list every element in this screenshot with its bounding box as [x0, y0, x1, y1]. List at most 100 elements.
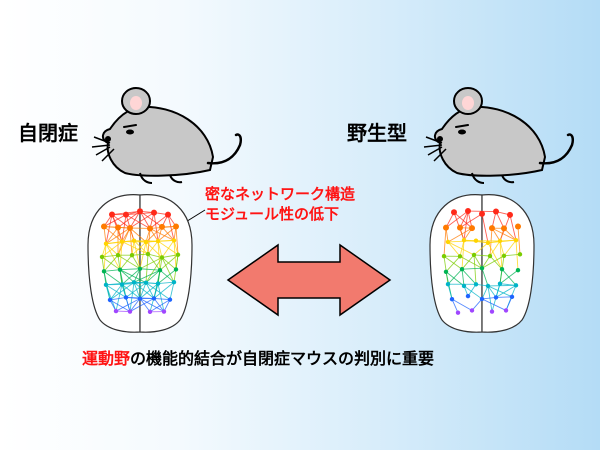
network-edge: [499, 239, 517, 242]
network-edge: [121, 268, 141, 285]
network-node: [173, 223, 179, 230]
network-node: [107, 297, 113, 303]
network-node: [101, 269, 107, 274]
network-edge: [161, 240, 175, 258]
network-edge: [131, 253, 149, 256]
network-node: [137, 208, 143, 215]
network-edge: [117, 254, 141, 270]
network-node: [493, 295, 499, 300]
network-edge: [499, 283, 517, 286]
network-edge: [481, 296, 497, 300]
network-edge: [133, 269, 161, 283]
network-node: [493, 208, 499, 215]
network-edge: [157, 239, 175, 242]
network-edge: [103, 243, 107, 272]
network-node: [459, 267, 465, 272]
network-edge: [459, 213, 483, 229]
brain-network-icon: [429, 194, 535, 333]
network-edge: [157, 269, 177, 284]
network-node: [485, 240, 491, 245]
network-edge: [487, 284, 517, 287]
network-edge: [445, 210, 469, 229]
network-edge: [139, 283, 159, 299]
network-node: [479, 266, 485, 271]
network-edge: [157, 226, 177, 242]
network-node: [497, 281, 503, 286]
network-node: [457, 254, 463, 259]
network-edge: [149, 299, 171, 313]
network-node: [445, 282, 451, 287]
network-edge: [451, 298, 459, 313]
network-edge: [471, 298, 483, 311]
network-edge: [481, 268, 489, 287]
network-edge: [487, 242, 503, 270]
caption: 運動野の機能的結合が自閉症マウスの判別に重要: [82, 351, 434, 367]
network-edge: [109, 281, 135, 301]
network-edge: [139, 210, 163, 228]
network-node: [151, 296, 157, 301]
network-edge: [509, 214, 517, 241]
network-node: [123, 211, 129, 218]
network-node: [469, 308, 475, 313]
mouse-icon: [423, 87, 575, 184]
network-edge: [145, 254, 149, 283]
network-node: [155, 281, 161, 286]
network-edge: [473, 254, 491, 257]
network-edge: [463, 285, 483, 300]
network-edge: [459, 255, 483, 269]
network-edge: [461, 240, 465, 270]
network-edge: [467, 284, 477, 297]
network-edge: [139, 241, 147, 269]
network-node: [455, 310, 461, 315]
network-edge: [147, 253, 161, 271]
mouse-icon: [91, 87, 243, 184]
network-node: [175, 252, 181, 257]
network-edge: [495, 296, 513, 298]
network-node: [147, 309, 153, 314]
network-node: [161, 309, 167, 314]
network-edge: [133, 281, 155, 299]
network-edge: [473, 254, 477, 285]
network-edge: [459, 210, 469, 228]
network-edge: [119, 269, 135, 283]
network-edge: [103, 269, 121, 272]
network-edge: [463, 210, 469, 241]
network-edge: [125, 282, 147, 298]
network-edge: [131, 254, 141, 269]
network-edge: [173, 240, 179, 255]
network-edge: [461, 267, 483, 270]
network-edge: [153, 297, 171, 301]
network-edge: [169, 282, 175, 300]
caption-highlight: 運動野: [82, 349, 131, 368]
network-edge: [489, 255, 503, 270]
annotation-line-2: モジュール性の低下: [205, 205, 339, 223]
network-edge: [447, 241, 461, 257]
network-node: [499, 267, 505, 272]
network-edge: [481, 255, 505, 269]
network-node: [109, 211, 115, 218]
network-edge: [445, 255, 461, 273]
network-edge: [111, 214, 131, 229]
network-node: [127, 309, 133, 314]
autism-label: 自閉症: [18, 121, 78, 145]
network-edge: [157, 241, 163, 258]
network-node: [117, 267, 123, 272]
network-edge: [129, 227, 147, 243]
network-edge: [131, 240, 135, 256]
network-node: [473, 238, 479, 243]
network-node: [489, 309, 495, 314]
network-edge: [105, 227, 131, 245]
network-edge: [119, 268, 141, 271]
network-node: [471, 252, 477, 258]
network-edge: [105, 284, 127, 298]
network-edge: [481, 285, 489, 300]
network-edge: [515, 240, 519, 271]
network-edge: [157, 241, 161, 271]
network-node: [473, 282, 479, 287]
network-node: [501, 225, 507, 232]
network-edge: [145, 282, 171, 300]
network-edge: [103, 214, 127, 227]
network-node: [151, 209, 157, 216]
network-node: [113, 308, 119, 314]
network-edge: [147, 253, 163, 258]
